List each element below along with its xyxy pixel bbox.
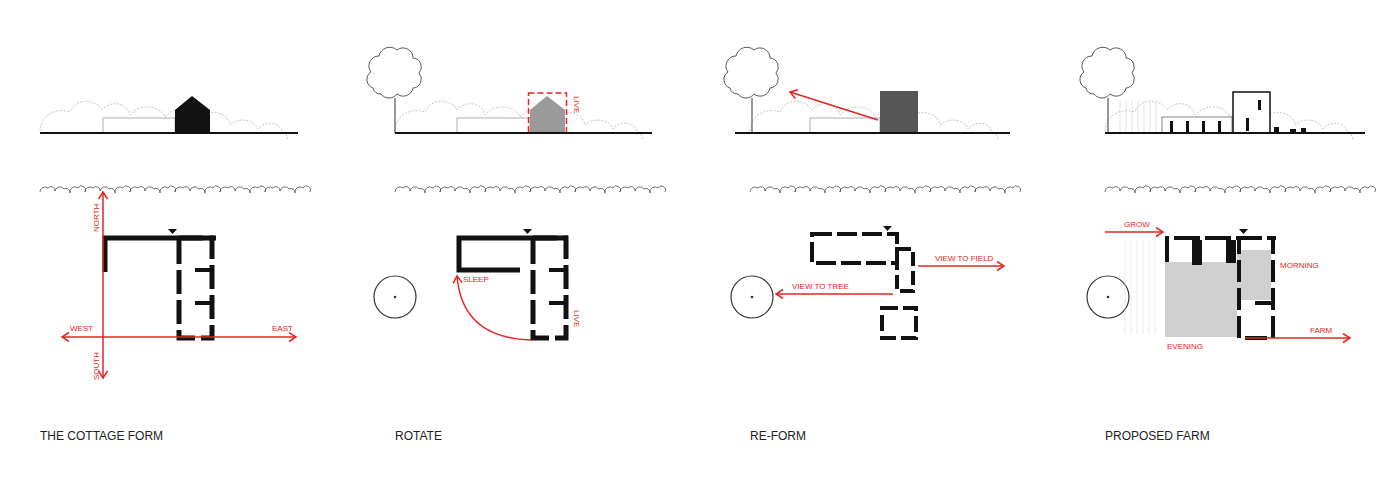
farm-arrow xyxy=(1245,337,1350,339)
hedge-plan xyxy=(1105,186,1376,193)
morning-zone xyxy=(1237,250,1271,300)
hedge-elevation xyxy=(395,101,643,141)
cottage-elevation xyxy=(175,96,210,133)
crop-hatch xyxy=(1120,100,1156,133)
wall xyxy=(1167,238,1276,262)
evening-zone xyxy=(1165,262,1237,337)
crop-hatch xyxy=(1125,240,1155,334)
window xyxy=(1258,100,1261,110)
hedge-elevation xyxy=(750,101,998,141)
hedge-plan xyxy=(750,186,1021,193)
cottage-elevation xyxy=(530,96,565,133)
wall xyxy=(195,301,212,305)
wall xyxy=(1239,238,1273,338)
compass-label: SOUTH xyxy=(93,352,101,380)
view-arrow xyxy=(776,293,893,295)
wall xyxy=(1255,301,1273,305)
zone-label: FARM xyxy=(1310,327,1332,335)
view-arrow xyxy=(918,265,1004,267)
ground-line xyxy=(1105,132,1365,134)
hedge-elevation xyxy=(1105,101,1353,141)
wall-block xyxy=(1226,240,1236,263)
axis-arrow xyxy=(102,192,104,378)
ground-line xyxy=(395,132,652,134)
low-building xyxy=(103,118,175,133)
tree-elevation xyxy=(724,47,778,133)
view-label: VIEW TO FIELD xyxy=(935,255,993,263)
hedge-elevation xyxy=(40,101,288,141)
entrance-marker xyxy=(523,229,532,234)
tree-plan xyxy=(374,276,416,318)
tree-plan xyxy=(731,276,773,318)
rotate-arrow xyxy=(457,276,531,340)
view-arrow xyxy=(790,92,878,120)
tree-elevation xyxy=(367,47,421,133)
wall-block xyxy=(1192,240,1202,265)
tower-volume xyxy=(1233,92,1270,133)
wall xyxy=(882,308,916,338)
zone-label: GROW xyxy=(1124,221,1150,229)
reformed-volume xyxy=(880,91,918,133)
highlight-frame xyxy=(529,93,567,133)
view-label: VIEW TO TREE xyxy=(792,283,849,291)
compass-label: NORTH xyxy=(93,204,101,232)
compass-label: EAST xyxy=(272,325,293,333)
zone-label: MORNING xyxy=(1280,262,1319,270)
ground-line xyxy=(40,132,298,134)
entrance-marker xyxy=(1239,229,1248,234)
wall xyxy=(459,238,568,270)
entrance-marker xyxy=(168,229,177,234)
compass-label: WEST xyxy=(70,325,93,333)
wall xyxy=(897,249,913,291)
grow-arrow xyxy=(1105,231,1163,233)
wall xyxy=(549,268,566,272)
wall xyxy=(195,268,212,272)
window xyxy=(1246,118,1249,131)
zone-label: EVENING xyxy=(1167,343,1203,351)
wall xyxy=(533,238,566,338)
tree-elevation xyxy=(1080,47,1134,133)
low-building xyxy=(1162,117,1232,133)
panel-caption: THE COTTAGE FORM xyxy=(40,430,163,442)
ground-line xyxy=(735,132,1010,134)
hedge-plan xyxy=(40,186,311,193)
zone-label: LIVE xyxy=(572,310,580,327)
low-building xyxy=(810,118,880,133)
low-building xyxy=(457,118,530,133)
wall xyxy=(105,238,216,272)
wall xyxy=(812,234,897,263)
panel-caption: PROPOSED FARM xyxy=(1105,430,1210,442)
wall xyxy=(179,238,212,338)
panel-caption: ROTATE xyxy=(395,430,442,442)
tree-plan xyxy=(1087,276,1129,318)
zone-label: SLEEP xyxy=(463,276,489,284)
wall xyxy=(549,301,566,305)
panel-caption: RE-FORM xyxy=(750,430,806,442)
zone-label: LIVE xyxy=(572,96,580,113)
openings xyxy=(1170,121,1221,133)
entrance-marker xyxy=(883,226,892,231)
axis-arrow xyxy=(62,336,296,338)
hedge-plan xyxy=(395,186,666,193)
